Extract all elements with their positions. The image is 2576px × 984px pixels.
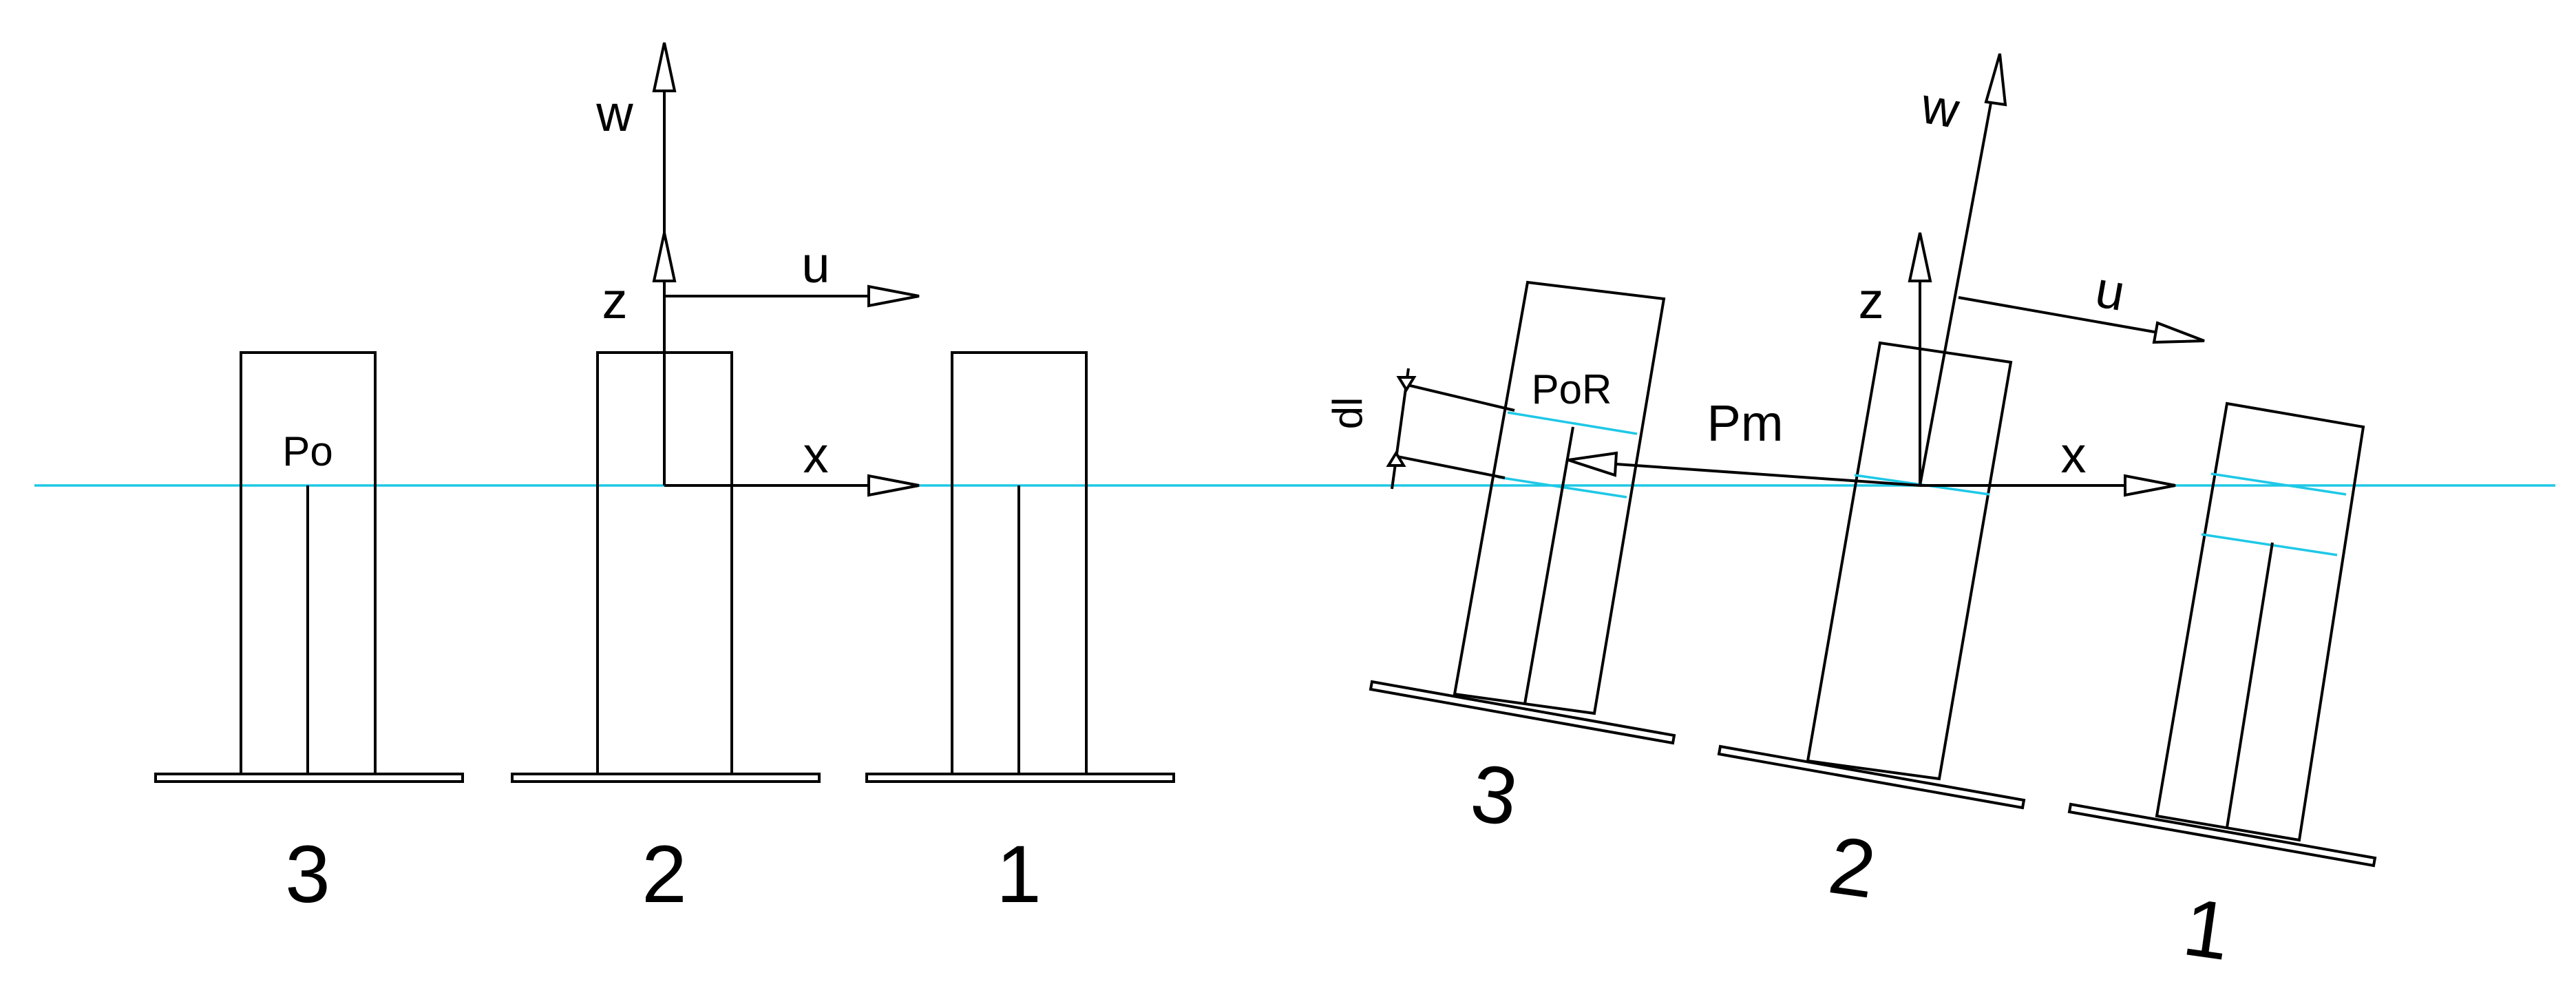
- dl-dimension: dl: [1324, 368, 1515, 490]
- left-po-label: Po: [282, 428, 332, 474]
- left-u-arrowhead: [867, 284, 920, 308]
- pm-label: Pm: [1707, 395, 1784, 452]
- right-cylinder-1-mark-lower: [2201, 533, 2338, 556]
- left-x-arrowhead: [867, 474, 920, 497]
- right-u-arrowhead: [2152, 321, 2205, 344]
- pm-line: [1616, 463, 1921, 487]
- pm-arrowhead: [1567, 451, 1618, 477]
- right-cylinder-2-body: [1806, 341, 2013, 781]
- left-u-label: u: [801, 236, 830, 293]
- left-number-1: 1: [996, 829, 1042, 920]
- right-number-1: 1: [2178, 881, 2235, 978]
- dl-arrow-upper: [1396, 376, 1417, 392]
- right-number-3: 3: [1466, 747, 1523, 844]
- dl-extension-upper: [1404, 383, 1515, 412]
- right-number-2: 2: [1824, 819, 1881, 916]
- right-w-arrowhead: [1984, 53, 2007, 107]
- right-cylinder-3-mark-upper: [1507, 411, 1638, 435]
- left-z-arrowhead: [652, 232, 677, 282]
- right-z-arrowhead: [1908, 232, 1932, 282]
- right-z-label: z: [1859, 272, 1884, 329]
- left-cylinder-3: Po 3: [154, 351, 464, 920]
- dl-label: dl: [1324, 397, 1371, 430]
- right-cylinder-2-base: [1717, 744, 2026, 810]
- left-cylinder-1: 1: [865, 351, 1175, 920]
- right-view: PoR 3 2 1 w: [1324, 53, 2377, 978]
- right-cylinder-3-rod: [1523, 426, 1574, 704]
- left-number-2: 2: [642, 829, 687, 920]
- pm-vector: Pm: [1567, 395, 1921, 487]
- left-cylinder-3-base: [154, 773, 464, 783]
- right-w-label: w: [1917, 76, 1964, 139]
- left-cylinder-1-base: [865, 773, 1175, 783]
- right-axes: w z u x: [1859, 53, 2205, 497]
- right-cylinder-1: 1: [2067, 401, 2377, 978]
- right-cylinder-3: PoR 3: [1369, 280, 1676, 844]
- right-u-label: u: [2091, 260, 2129, 322]
- left-view: Po 3 2 1 w z u x: [154, 42, 1175, 920]
- dl-extension-lower: [1393, 454, 1506, 479]
- right-w-axis: [1919, 87, 1995, 486]
- right-cylinder-1-base: [2067, 802, 2377, 868]
- right-por-label: PoR: [1532, 366, 1612, 412]
- dl-arrow-lower: [1386, 450, 1406, 467]
- left-axes: w z u x: [595, 42, 920, 497]
- right-cylinder-1-body: [2155, 401, 2365, 842]
- right-cylinder-3-body: [1453, 280, 1666, 715]
- left-x-label: x: [803, 426, 829, 483]
- left-w-label: w: [595, 85, 633, 142]
- right-cylinder-3-base: [1369, 680, 1676, 745]
- right-cylinder-1-mark-upper: [2210, 472, 2347, 496]
- left-w-arrowhead: [652, 42, 677, 92]
- right-u-axis: [1958, 296, 2159, 334]
- right-x-label: x: [2061, 426, 2087, 483]
- left-cylinder-2-base: [511, 773, 821, 783]
- right-x-arrowhead: [2124, 474, 2176, 497]
- right-cylinder-1-rod: [2226, 542, 2274, 828]
- left-number-3: 3: [285, 829, 330, 920]
- left-z-label: z: [602, 272, 628, 329]
- right-cylinder-2: 2: [1717, 341, 2026, 916]
